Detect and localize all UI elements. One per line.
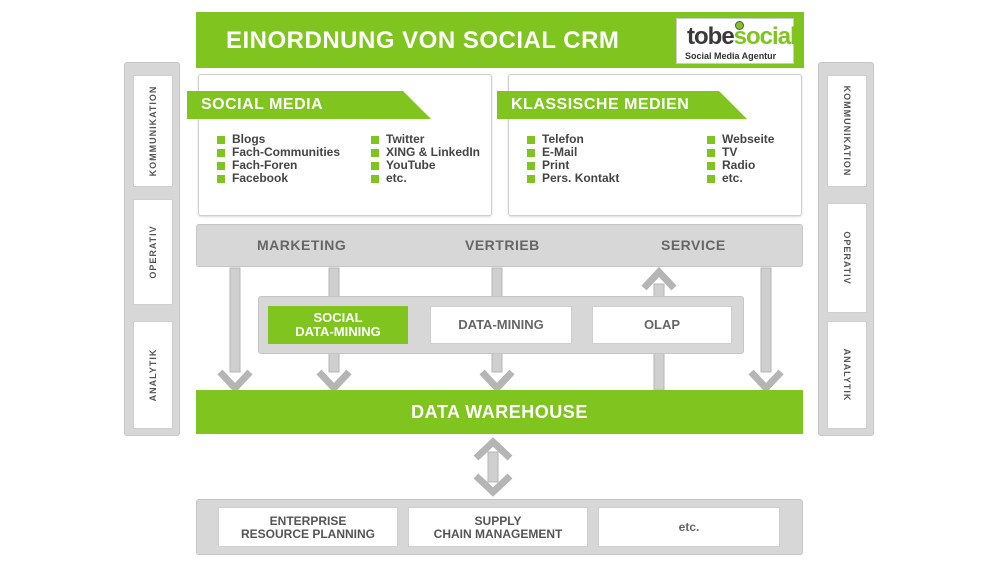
list-item: Print [527, 159, 619, 172]
side-box-kommunikation-right: KOMMUNIKATION [827, 75, 867, 187]
tobesocial-logo: tobesocial Social Media Agentur [676, 18, 797, 64]
data-warehouse-label: DATA WAREHOUSE [411, 402, 588, 422]
list-item: etc. [707, 172, 774, 185]
klassische-medien-list-2: Webseite TV Radio etc. [707, 133, 774, 185]
social-media-list-1: Blogs Fach-Communities Fach-Foren Facebo… [217, 133, 340, 185]
list-item: Facebook [217, 172, 340, 185]
list-item: YouTube [371, 159, 480, 172]
page-title: EINORDNUNG VON SOCIAL CRM [226, 27, 620, 54]
side-box-operativ-right: OPERATIV [827, 203, 867, 313]
social-media-banner [187, 91, 431, 119]
arrow-down-icon [748, 267, 784, 394]
list-item: Pers. Kontakt [527, 172, 619, 185]
list-item: Fach-Communities [217, 146, 340, 159]
erp-line1: ENTERPRISE [269, 514, 347, 528]
list-item: Fach-Foren [217, 159, 340, 172]
social-media-list-2: Twitter XING & LinkedIn YouTube etc. [371, 133, 480, 185]
function-vertrieb: VERTRIEB [465, 237, 540, 253]
social-data-mining-line1: SOCIAL [313, 310, 363, 325]
logo-subtitle: Social Media Agentur [685, 51, 777, 61]
list-item: Webseite [707, 133, 774, 146]
logo-dot-icon [735, 21, 744, 30]
etc-box: etc. [598, 507, 780, 547]
erp-line2: RESOURCE PLANNING [240, 527, 375, 541]
klassische-medien-list-1: Telefon E-Mail Print Pers. Kontakt [527, 133, 619, 185]
function-service: SERVICE [661, 237, 726, 253]
side-column-right: KOMMUNIKATION OPERATIV ANALYTIK [818, 62, 874, 436]
klassische-medien-box: KLASSISCHE MEDIEN Telefon E-Mail Print P… [497, 74, 802, 216]
side-box-operativ-left: OPERATIV [133, 199, 173, 305]
function-bar: MARKETING VERTRIEB SERVICE [196, 224, 803, 267]
olap-label: OLAP [643, 317, 681, 332]
scm-box: SUPPLY CHAIN MANAGEMENT [408, 507, 588, 547]
social-media-box: SOCIAL MEDIA Blogs Fach-Communities Fach… [187, 74, 492, 216]
list-item: Blogs [217, 133, 340, 146]
social-data-mining-line2: DATA-MINING [295, 324, 381, 339]
side-box-kommunikation-left: KOMMUNIKATION [133, 75, 173, 187]
klassische-medien-title: KLASSISCHE MEDIEN [511, 96, 690, 113]
side-box-analytik-right: ANALYTIK [827, 321, 867, 429]
list-item: XING & LinkedIn [371, 146, 480, 159]
klassische-medien-banner [497, 91, 747, 119]
etc-label: etc. [678, 520, 700, 534]
list-item: Telefon [527, 133, 619, 146]
list-item: Radio [707, 159, 774, 172]
side-box-analytik-left: ANALYTIK [133, 321, 173, 429]
social-media-title: SOCIAL MEDIA [201, 96, 324, 113]
side-column-left: KOMMUNIKATION OPERATIV ANALYTIK [124, 62, 180, 436]
list-item: TV [707, 146, 774, 159]
arrow-down-icon [217, 267, 253, 394]
data-mining-label: DATA-MINING [458, 317, 544, 332]
data-warehouse-bar: DATA WAREHOUSE [196, 390, 803, 434]
list-item: E-Mail [527, 146, 619, 159]
list-item: etc. [371, 172, 480, 185]
header-bar: EINORDNUNG VON SOCIAL CRM tobesocial Soc… [196, 12, 804, 68]
social-data-mining-box: SOCIAL DATA-MINING [268, 306, 408, 344]
list-item: Twitter [371, 133, 480, 146]
olap-box: OLAP [592, 306, 732, 344]
double-arrow-icon [473, 437, 513, 497]
scm-line1: SUPPLY [474, 514, 522, 528]
data-mining-box: DATA-MINING [430, 306, 572, 344]
logo-wordmark: tobesocial [687, 23, 797, 50]
function-marketing: MARKETING [257, 237, 347, 253]
scm-line2: CHAIN MANAGEMENT [433, 527, 563, 541]
erp-box: ENTERPRISE RESOURCE PLANNING [218, 507, 398, 547]
